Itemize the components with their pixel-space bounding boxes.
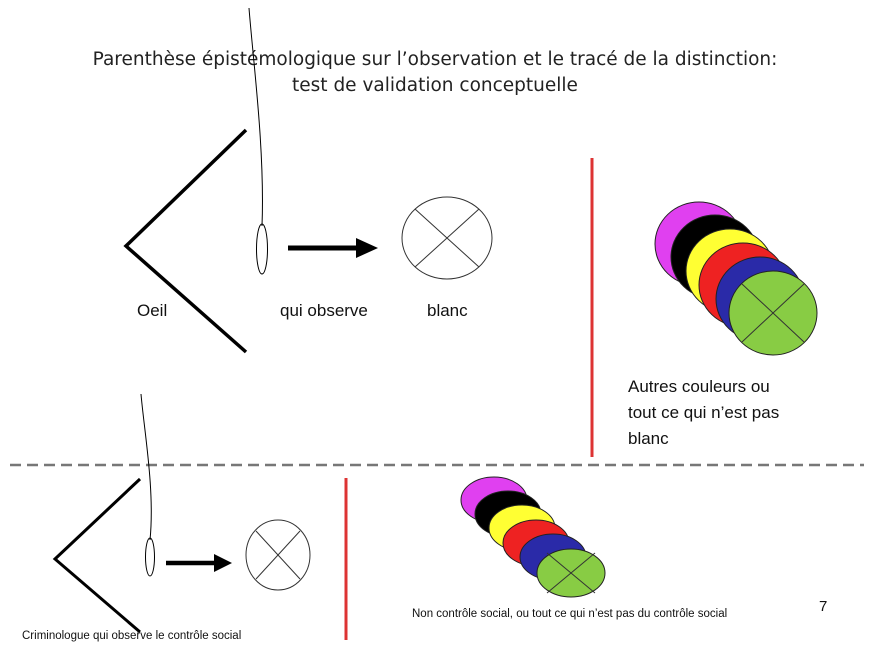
small-arrow-icon — [166, 554, 232, 572]
slide-title-line1: Parenthèse épistémologique sur l’observa… — [92, 49, 778, 70]
observes-label: qui observe — [280, 301, 368, 320]
color-disc-stack-small — [460, 476, 606, 598]
criminologist-label: Criminologue qui observe le contrôle soc… — [22, 630, 242, 642]
other-colors-description: Autres couleurs ou tout ce qui n’est pas… — [628, 374, 848, 452]
other-colors-line3: blanc — [628, 429, 669, 448]
eye-label: Oeil — [137, 301, 168, 320]
small-white-disc-crossed — [245, 519, 311, 591]
white-label: blanc — [427, 301, 468, 320]
other-colors-line1: Autres couleurs ou — [628, 377, 770, 396]
page-number: 7 — [819, 598, 828, 615]
white-disc-crossed — [401, 196, 493, 280]
slide-title-line2: test de validation conceptuelle — [292, 75, 578, 96]
non-control-label: Non contrôle social, ou tout ce qui n’es… — [412, 608, 728, 620]
arrow-icon — [288, 238, 378, 258]
eye-icon — [123, 7, 268, 354]
other-colors-line2: tout ce qui n’est pas — [628, 403, 780, 422]
small-eye-icon — [52, 393, 155, 634]
color-disc-stack-large — [654, 201, 818, 356]
